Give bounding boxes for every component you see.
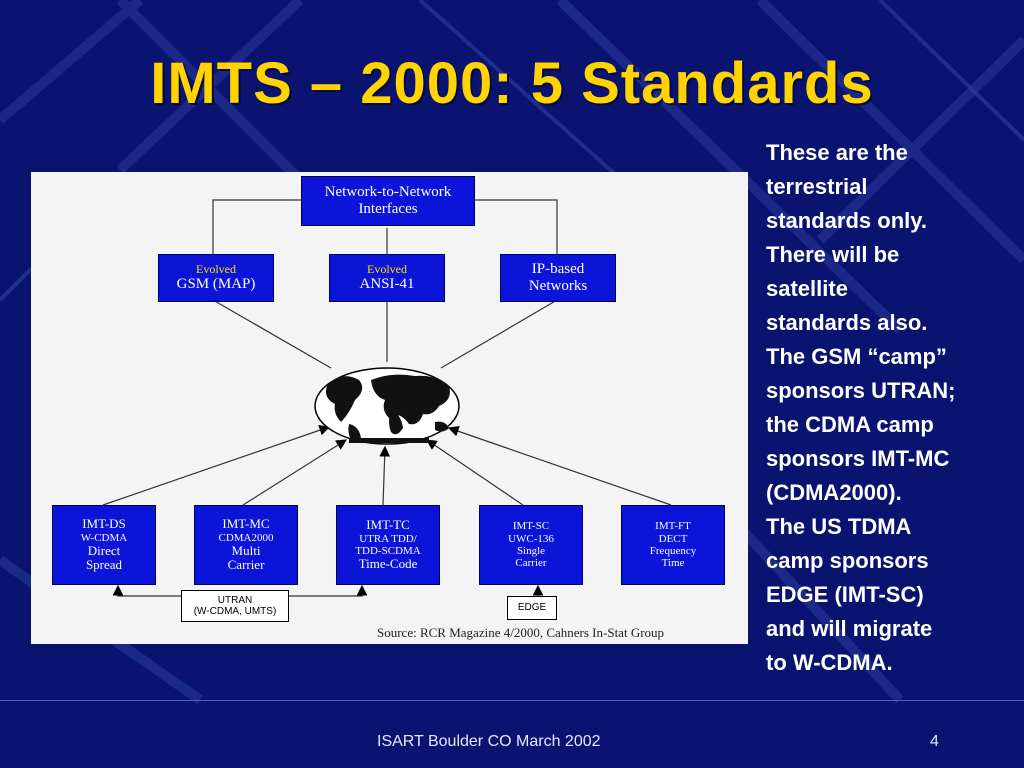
side-note-line: These are the xyxy=(766,140,908,165)
diagram-source: Source: RCR Magazine 4/2000, Cahners In-… xyxy=(377,625,665,640)
side-note-line: terrestrial xyxy=(766,174,868,199)
side-note-line: sponsors UTRAN; xyxy=(766,378,956,403)
standard-code: IMT-SC xyxy=(512,520,550,533)
network-interfaces-line-1: Network-to-Network xyxy=(324,184,452,201)
core-network-name: ANSI-41 xyxy=(359,276,415,293)
utran-note-line-2: (W-CDMA, UMTS) xyxy=(193,606,277,617)
standard-technology: CDMA2000 xyxy=(218,531,274,544)
side-note-line: The US TDMA xyxy=(766,514,912,539)
standard-desc-1: Frequency xyxy=(649,545,697,557)
standard-desc-1: Single xyxy=(516,545,546,557)
standard-imt-mc-box: IMT-MC CDMA2000 Multi Carrier xyxy=(194,505,298,585)
side-note-line: (CDMA2000). xyxy=(766,480,902,505)
standard-imt-ft-box: IMT-FT DECT Frequency Time xyxy=(621,505,725,585)
side-notes: These are the terrestrial standards only… xyxy=(766,136,1016,680)
page-number: 4 xyxy=(930,733,939,750)
side-note-line: satellite xyxy=(766,276,848,301)
diagram-connectors xyxy=(102,199,672,597)
core-network-gsm-box: Evolved GSM (MAP) xyxy=(158,254,274,302)
utran-note-line-1: UTRAN xyxy=(217,594,253,606)
footer-divider xyxy=(0,700,1024,701)
core-network-ansi-box: Evolved ANSI-41 xyxy=(329,254,445,302)
standard-technology-2: TDD-SCDMA xyxy=(355,545,421,557)
standard-desc-2: Time xyxy=(661,557,685,570)
standard-desc-2: Carrier xyxy=(515,557,547,570)
standard-desc-1: Direct xyxy=(87,542,121,558)
standard-technology: W-CDMA xyxy=(80,531,128,544)
standard-technology: UTRA TDD/ xyxy=(359,532,417,545)
side-note-line: camp sponsors xyxy=(766,548,929,573)
world-map-icon xyxy=(314,367,460,445)
standard-imt-sc-box: IMT-SC UWC-136 Single Carrier xyxy=(479,505,583,585)
standard-code: IMT-FT xyxy=(655,520,691,533)
standard-technology: UWC-136 xyxy=(508,532,554,545)
network-interfaces-box: Network-to-Network Interfaces xyxy=(301,176,475,226)
core-network-accent: Evolved xyxy=(367,261,407,276)
footer-text: ISART Boulder CO March 2002 xyxy=(377,733,601,750)
edge-note: EDGE xyxy=(507,596,557,620)
edge-note-label: EDGE xyxy=(517,602,547,614)
side-note-line: standards only. xyxy=(766,208,927,233)
standard-imt-ds-box: IMT-DS W-CDMA Direct Spread xyxy=(52,505,156,585)
side-note-line: The GSM “camp” xyxy=(766,344,947,369)
standards-diagram: Network-to-Network Interfaces Evolved GS… xyxy=(31,172,748,644)
standard-desc-2: Carrier xyxy=(227,557,265,573)
standard-technology: DECT xyxy=(658,532,688,545)
core-network-accent: IP-based xyxy=(531,261,585,278)
standard-imt-tc-box: IMT-TC UTRA TDD/ TDD-SCDMA Time-Code xyxy=(336,505,440,585)
standard-code: IMT-MC xyxy=(222,516,270,532)
standard-desc-1: Multi xyxy=(231,542,261,558)
side-note-line: There will be xyxy=(766,242,900,267)
side-note-line: standards also. xyxy=(766,310,928,335)
standard-code: IMT-TC xyxy=(366,517,410,533)
core-network-accent: Evolved xyxy=(196,261,236,276)
core-network-name: Networks xyxy=(528,278,588,294)
side-note-line: the CDMA camp xyxy=(766,412,934,437)
standard-code: IMT-DS xyxy=(82,516,126,532)
core-network-name: GSM (MAP) xyxy=(176,276,256,293)
standard-desc-2: Spread xyxy=(85,557,123,573)
side-note-line: to W-CDMA. xyxy=(766,650,893,675)
standard-desc: Time-Code xyxy=(358,556,418,572)
core-network-ip-box: IP-based Networks xyxy=(500,254,616,302)
side-note-line: EDGE (IMT-SC) xyxy=(766,582,924,607)
side-note-line: and will migrate xyxy=(766,616,933,641)
side-note-line: sponsors IMT-MC xyxy=(766,446,950,471)
utran-note: UTRAN (W-CDMA, UMTS) xyxy=(181,590,289,622)
network-interfaces-line-2: Interfaces xyxy=(358,201,418,217)
slide-title: IMTS – 2000: 5 Standards xyxy=(150,51,874,116)
